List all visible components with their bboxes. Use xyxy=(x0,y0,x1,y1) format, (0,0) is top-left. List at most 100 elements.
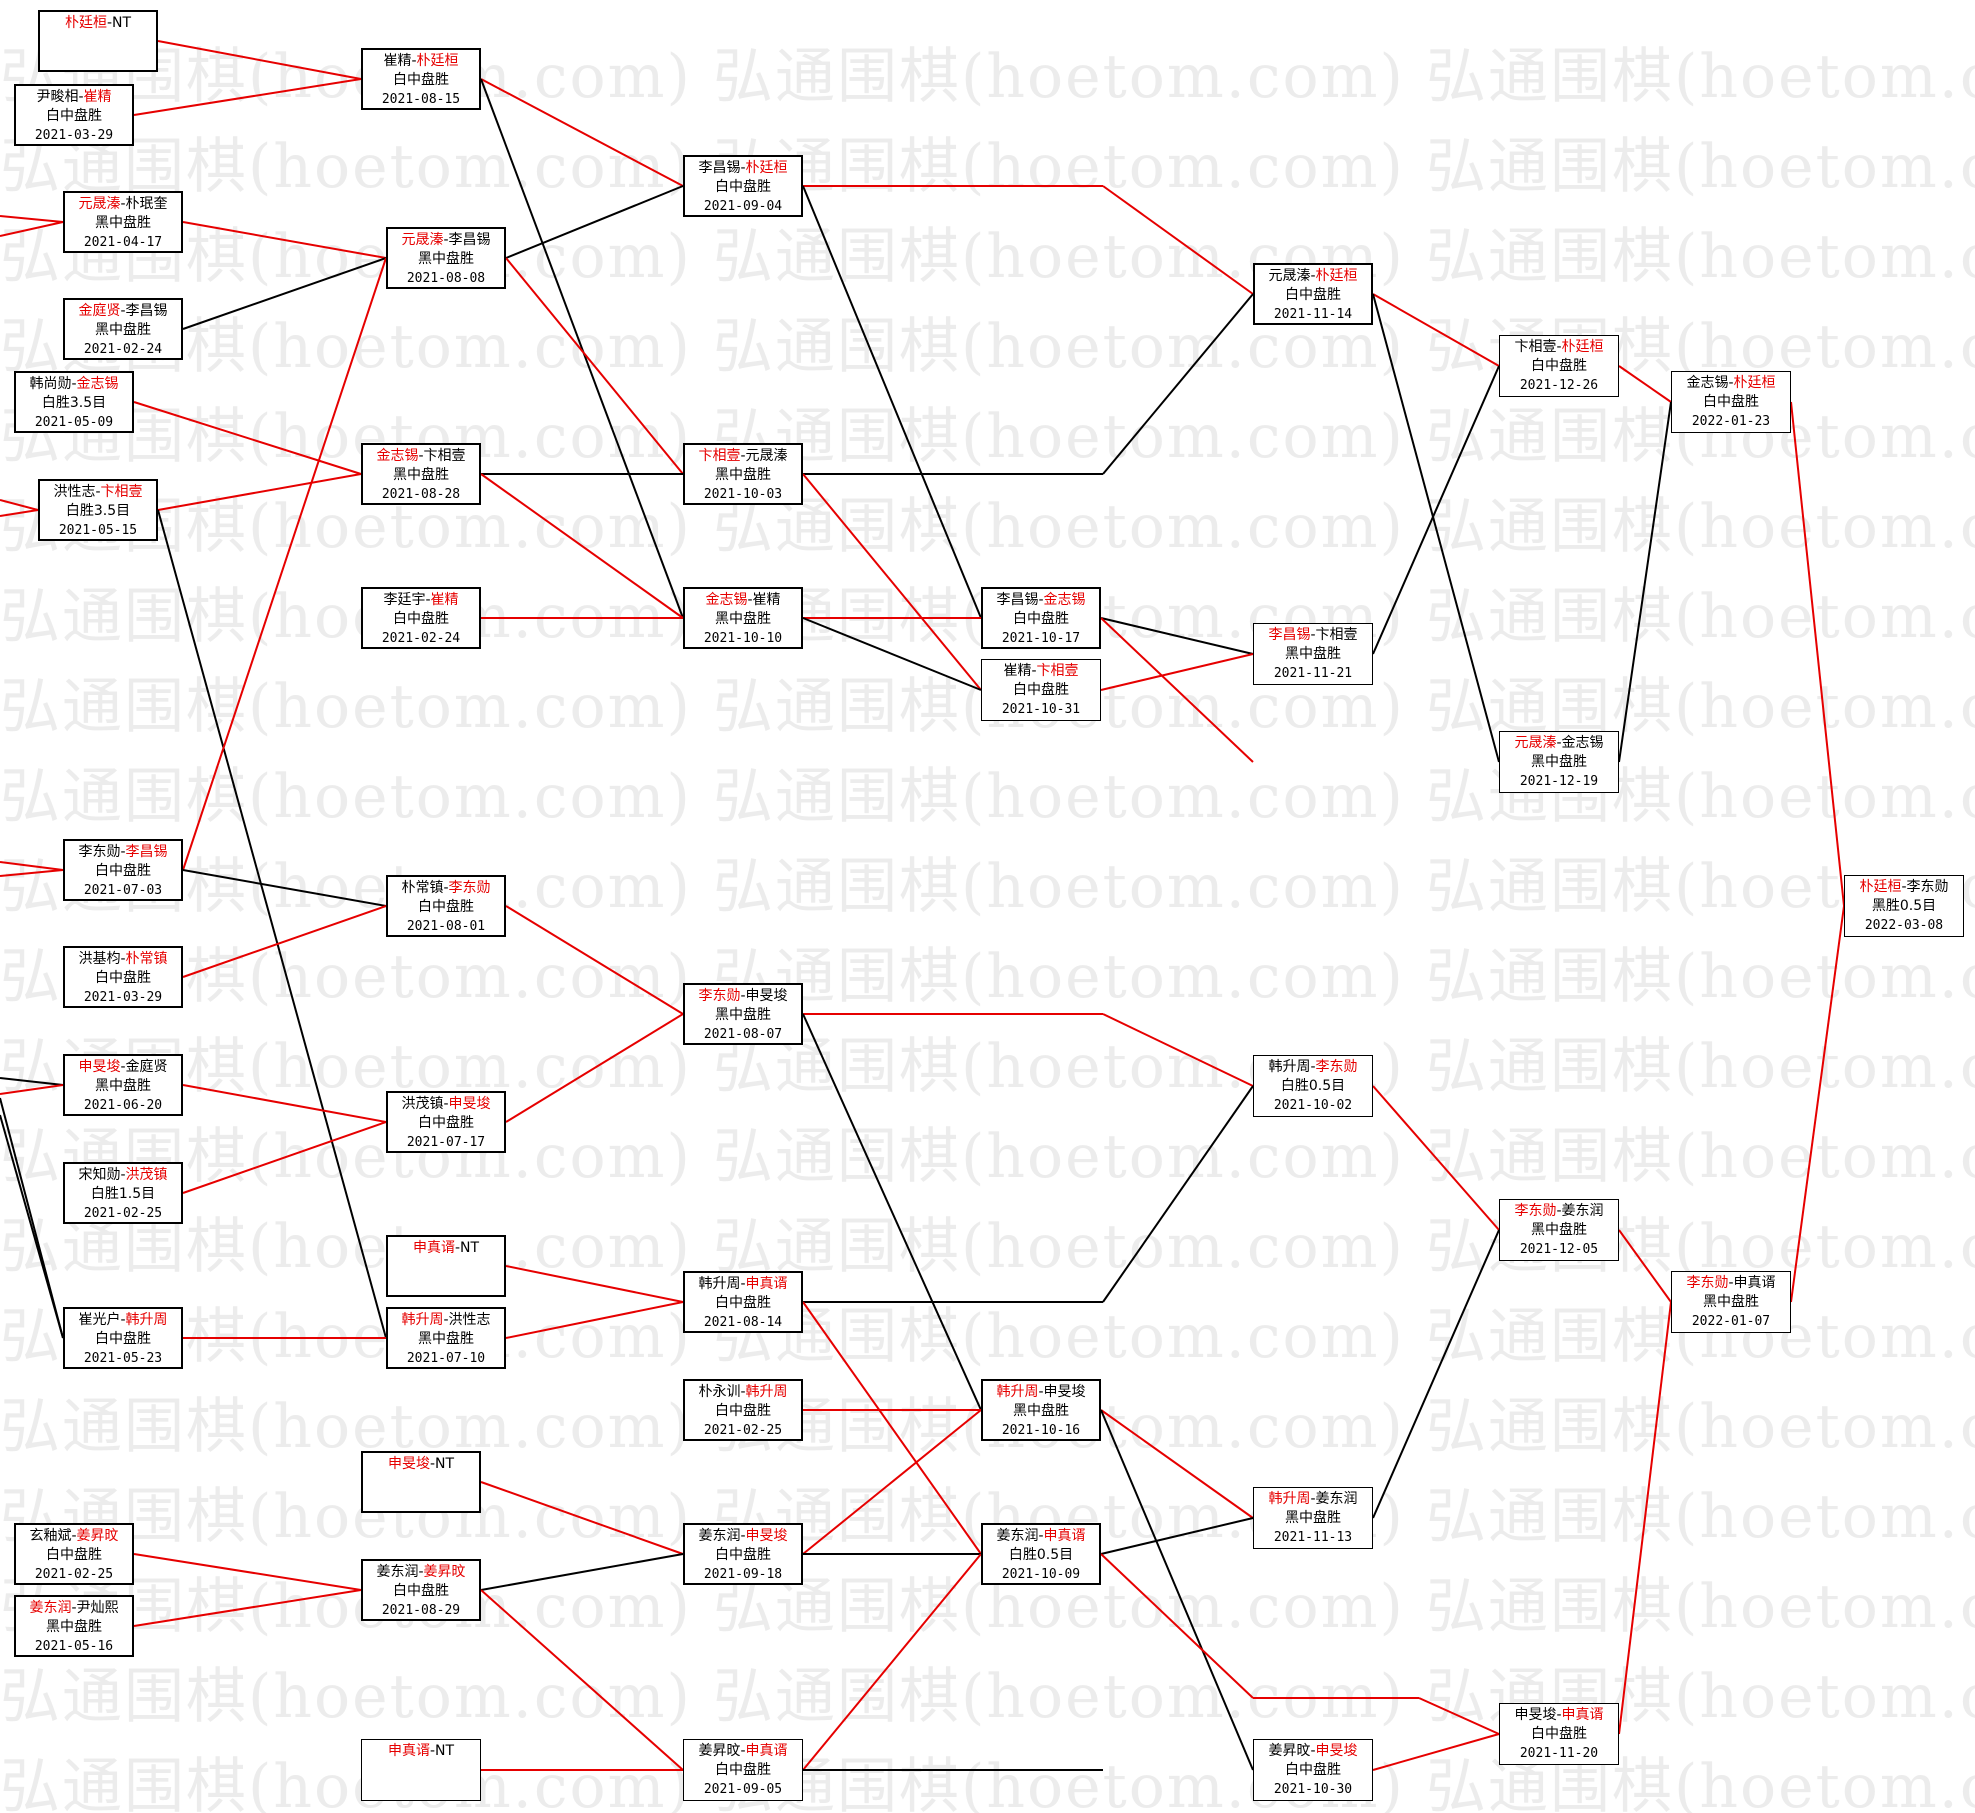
connector-line xyxy=(802,1013,982,1411)
match-result: 白中盘胜 xyxy=(46,108,102,124)
match-date: 2021-11-21 xyxy=(1273,666,1353,681)
match-date: 2021-08-07 xyxy=(703,1027,783,1042)
connector-line xyxy=(182,905,387,978)
watermark-line: 弘通围棋(hoetom.com) 弘通围棋(hoetom.com) 弘通围棋(h… xyxy=(0,1032,1975,1102)
connector-line xyxy=(1372,1229,1500,1519)
match-node[interactable]: 申旻埈-NT xyxy=(361,1451,481,1513)
match-players: 金志锡-卞相壹 xyxy=(376,448,466,464)
match-players: 卞相壹-元晟溱 xyxy=(698,448,788,464)
match-node[interactable]: 申真谞-NT xyxy=(386,1235,506,1297)
player-name: 洪性志 xyxy=(53,484,96,500)
player-name: 李昌锡 xyxy=(698,160,741,176)
connector-line xyxy=(0,221,64,237)
match-date: 2021-02-24 xyxy=(381,631,461,646)
match-result: 黑中盘胜 xyxy=(1285,1510,1341,1526)
player-name: 金志锡 xyxy=(76,376,119,392)
match-result: 白中盘胜 xyxy=(715,179,771,195)
match-date: 2021-07-10 xyxy=(406,1351,486,1366)
match-players: 朴廷桓-NT xyxy=(64,15,132,31)
match-players: 洪基枃-朴常镇 xyxy=(78,951,168,967)
connector-line xyxy=(1372,293,1500,367)
match-players: 元晟溱-金志锡 xyxy=(1514,735,1604,751)
match-result: 黑中盘胜 xyxy=(1531,1222,1587,1238)
match-node[interactable]: 申旻埈-金庭贤黑中盘胜 2021-06-20 xyxy=(63,1054,183,1116)
player-name: 朴珉奎 xyxy=(125,196,168,212)
match-result: 黑中盘胜 xyxy=(95,1078,151,1094)
match-result: 黑中盘胜 xyxy=(393,467,449,483)
player-name: 姜东润 xyxy=(1561,1203,1604,1219)
player-name: 姜东润 xyxy=(996,1528,1039,1544)
match-date: 2021-10-03 xyxy=(703,487,783,502)
player-name: 朴廷桓 xyxy=(745,160,788,176)
match-date: 2021-12-19 xyxy=(1519,774,1599,789)
match-date: 2021-10-16 xyxy=(1001,1423,1081,1438)
player-name: 申旻埈 xyxy=(387,1456,430,1472)
player-name: 朴廷桓 xyxy=(1315,268,1358,284)
match-result: 白胜1.5目 xyxy=(90,1186,156,1202)
player-name: NT xyxy=(112,15,132,31)
match-result: 白中盘胜 xyxy=(1285,1762,1341,1778)
match-result: 白中盘胜 xyxy=(393,1583,449,1599)
match-result: 白中盘胜 xyxy=(95,1331,151,1347)
match-date: 2021-08-29 xyxy=(381,1603,461,1618)
player-name: 金志锡 xyxy=(376,448,419,464)
player-name: 申真谞 xyxy=(412,1240,455,1256)
match-players: 姜东润-申真谞 xyxy=(996,1528,1086,1544)
match-node[interactable]: 朴廷桓-NT xyxy=(38,10,158,72)
player-name: 金志锡 xyxy=(1561,735,1604,751)
connector-line xyxy=(1372,1733,1500,1771)
match-date: 2021-10-02 xyxy=(1273,1098,1353,1113)
player-name: 李东勋 xyxy=(698,988,741,1004)
match-players: 申旻埈-金庭贤 xyxy=(78,1059,168,1075)
match-date: 2021-06-20 xyxy=(83,1098,163,1113)
match-node[interactable]: 申真谞-NT xyxy=(361,1739,481,1801)
match-date: 2021-10-09 xyxy=(1001,1567,1081,1582)
match-players: 李东勋-申旻埈 xyxy=(698,988,788,1004)
match-date: 2021-07-03 xyxy=(83,883,163,898)
player-name: 李昌锡 xyxy=(125,844,168,860)
